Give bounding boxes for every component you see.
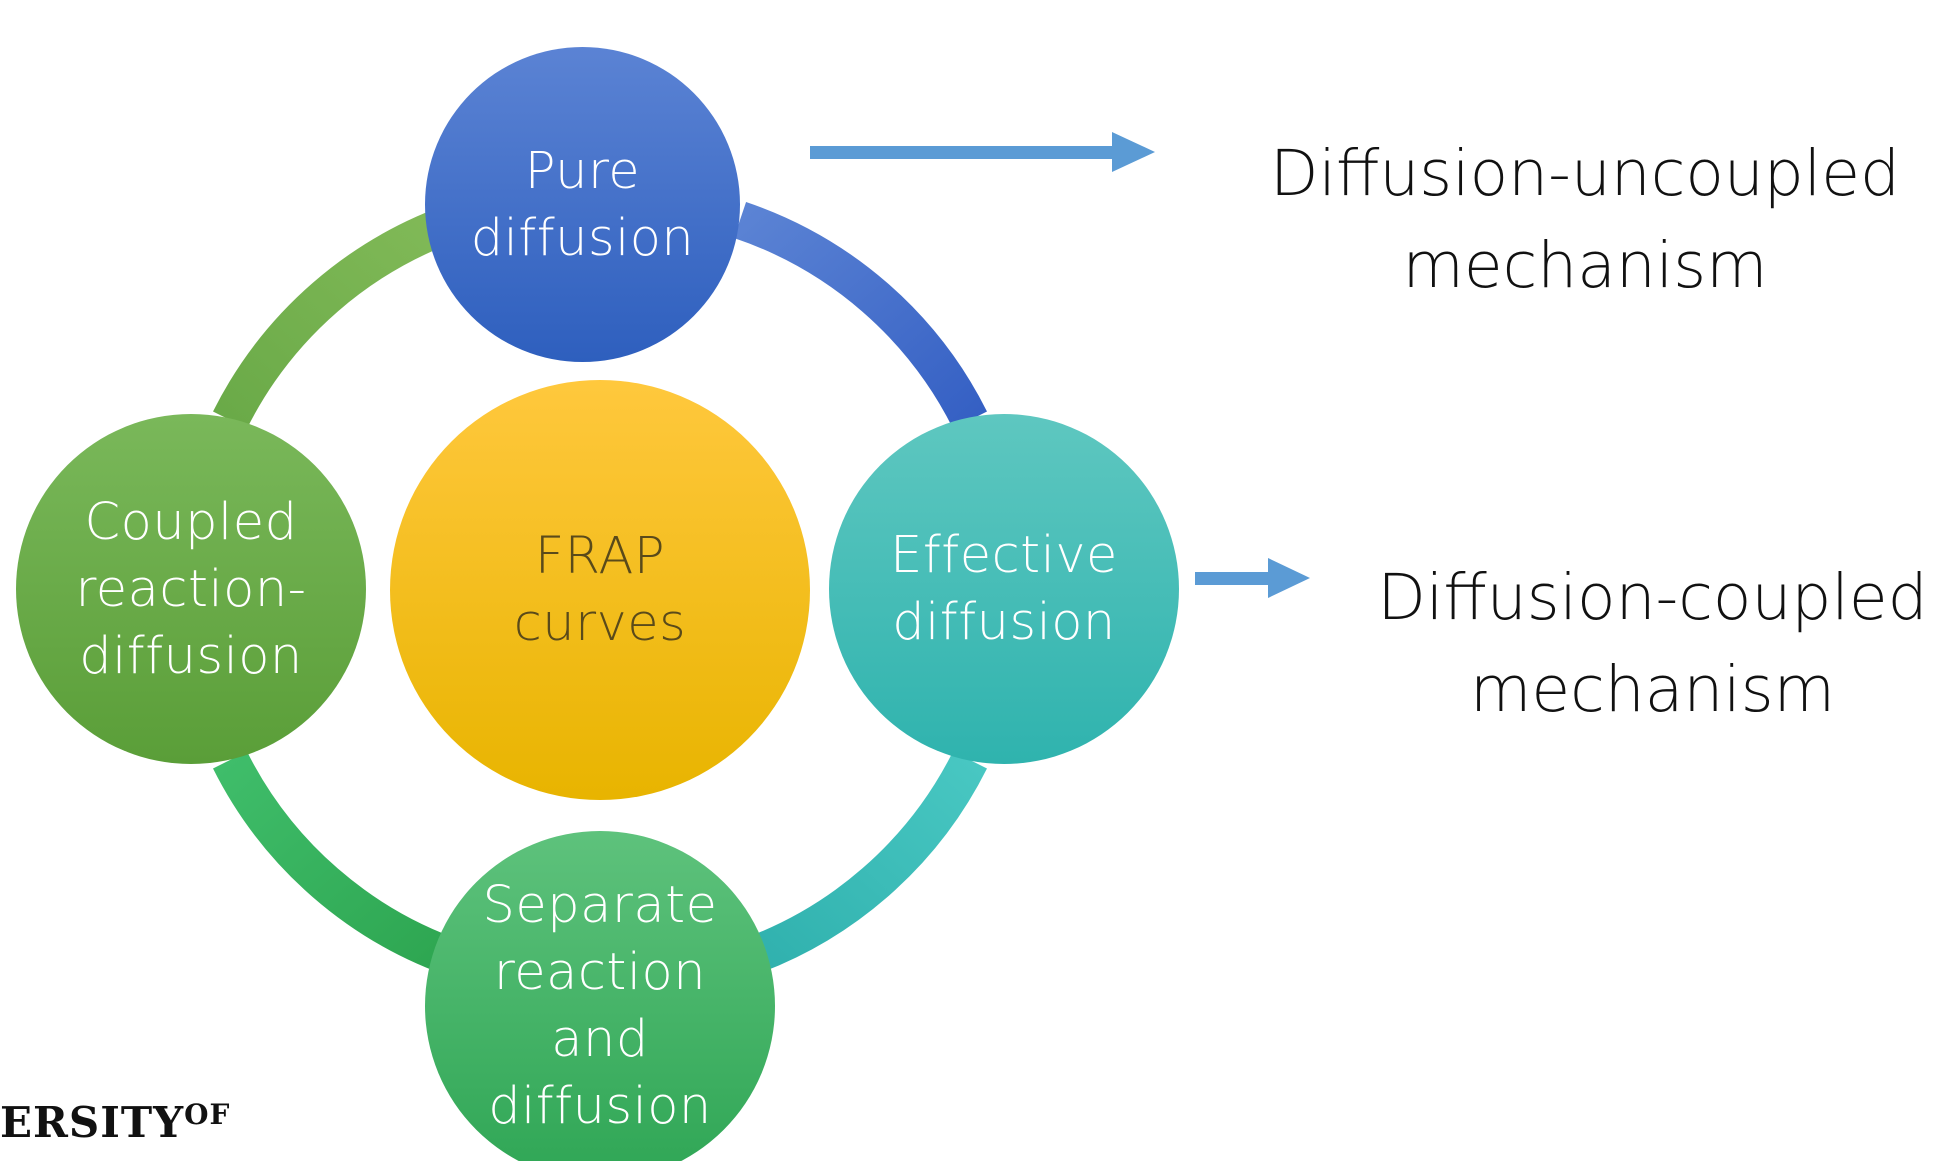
ring-arc-bottom-right — [733, 751, 987, 979]
node-effective-diffusion-label: Effective diffusion — [890, 526, 1118, 652]
node-coupled-reaction-diffusion-label: Coupled reaction- diffusion — [75, 492, 307, 686]
node-effective-diffusion: Effective diffusion — [829, 414, 1179, 764]
logo-suffix-text: OF — [184, 1098, 231, 1131]
arrow-to-uncoupled — [810, 132, 1155, 172]
ring-arc-top-right — [733, 201, 987, 429]
university-logo-fragment: ERSITYOF — [0, 1098, 230, 1147]
node-coupled-reaction-diffusion: Coupled reaction- diffusion — [16, 414, 366, 764]
node-frap-curves-label: FRAP curves — [513, 527, 687, 653]
node-separate-reaction-diffusion-label: Separate reaction and diffusion — [482, 876, 718, 1136]
arrow-to-coupled — [1195, 558, 1310, 598]
node-frap-curves: FRAP curves — [390, 380, 810, 800]
ring-arc-top-left — [213, 201, 467, 429]
mechanism-coupled-label: Diffusion-coupled mechanism — [1377, 561, 1928, 726]
ring-arc-bottom-left — [213, 751, 467, 979]
mechanism-uncoupled-label: Diffusion-uncoupled mechanism — [1269, 137, 1901, 302]
logo-main-text: ERSITY — [0, 1098, 185, 1147]
node-separate-reaction-diffusion: Separate reaction and diffusion — [425, 831, 775, 1161]
node-pure-diffusion-label: Pure diffusion — [470, 141, 695, 268]
node-pure-diffusion: Pure diffusion — [425, 47, 740, 362]
